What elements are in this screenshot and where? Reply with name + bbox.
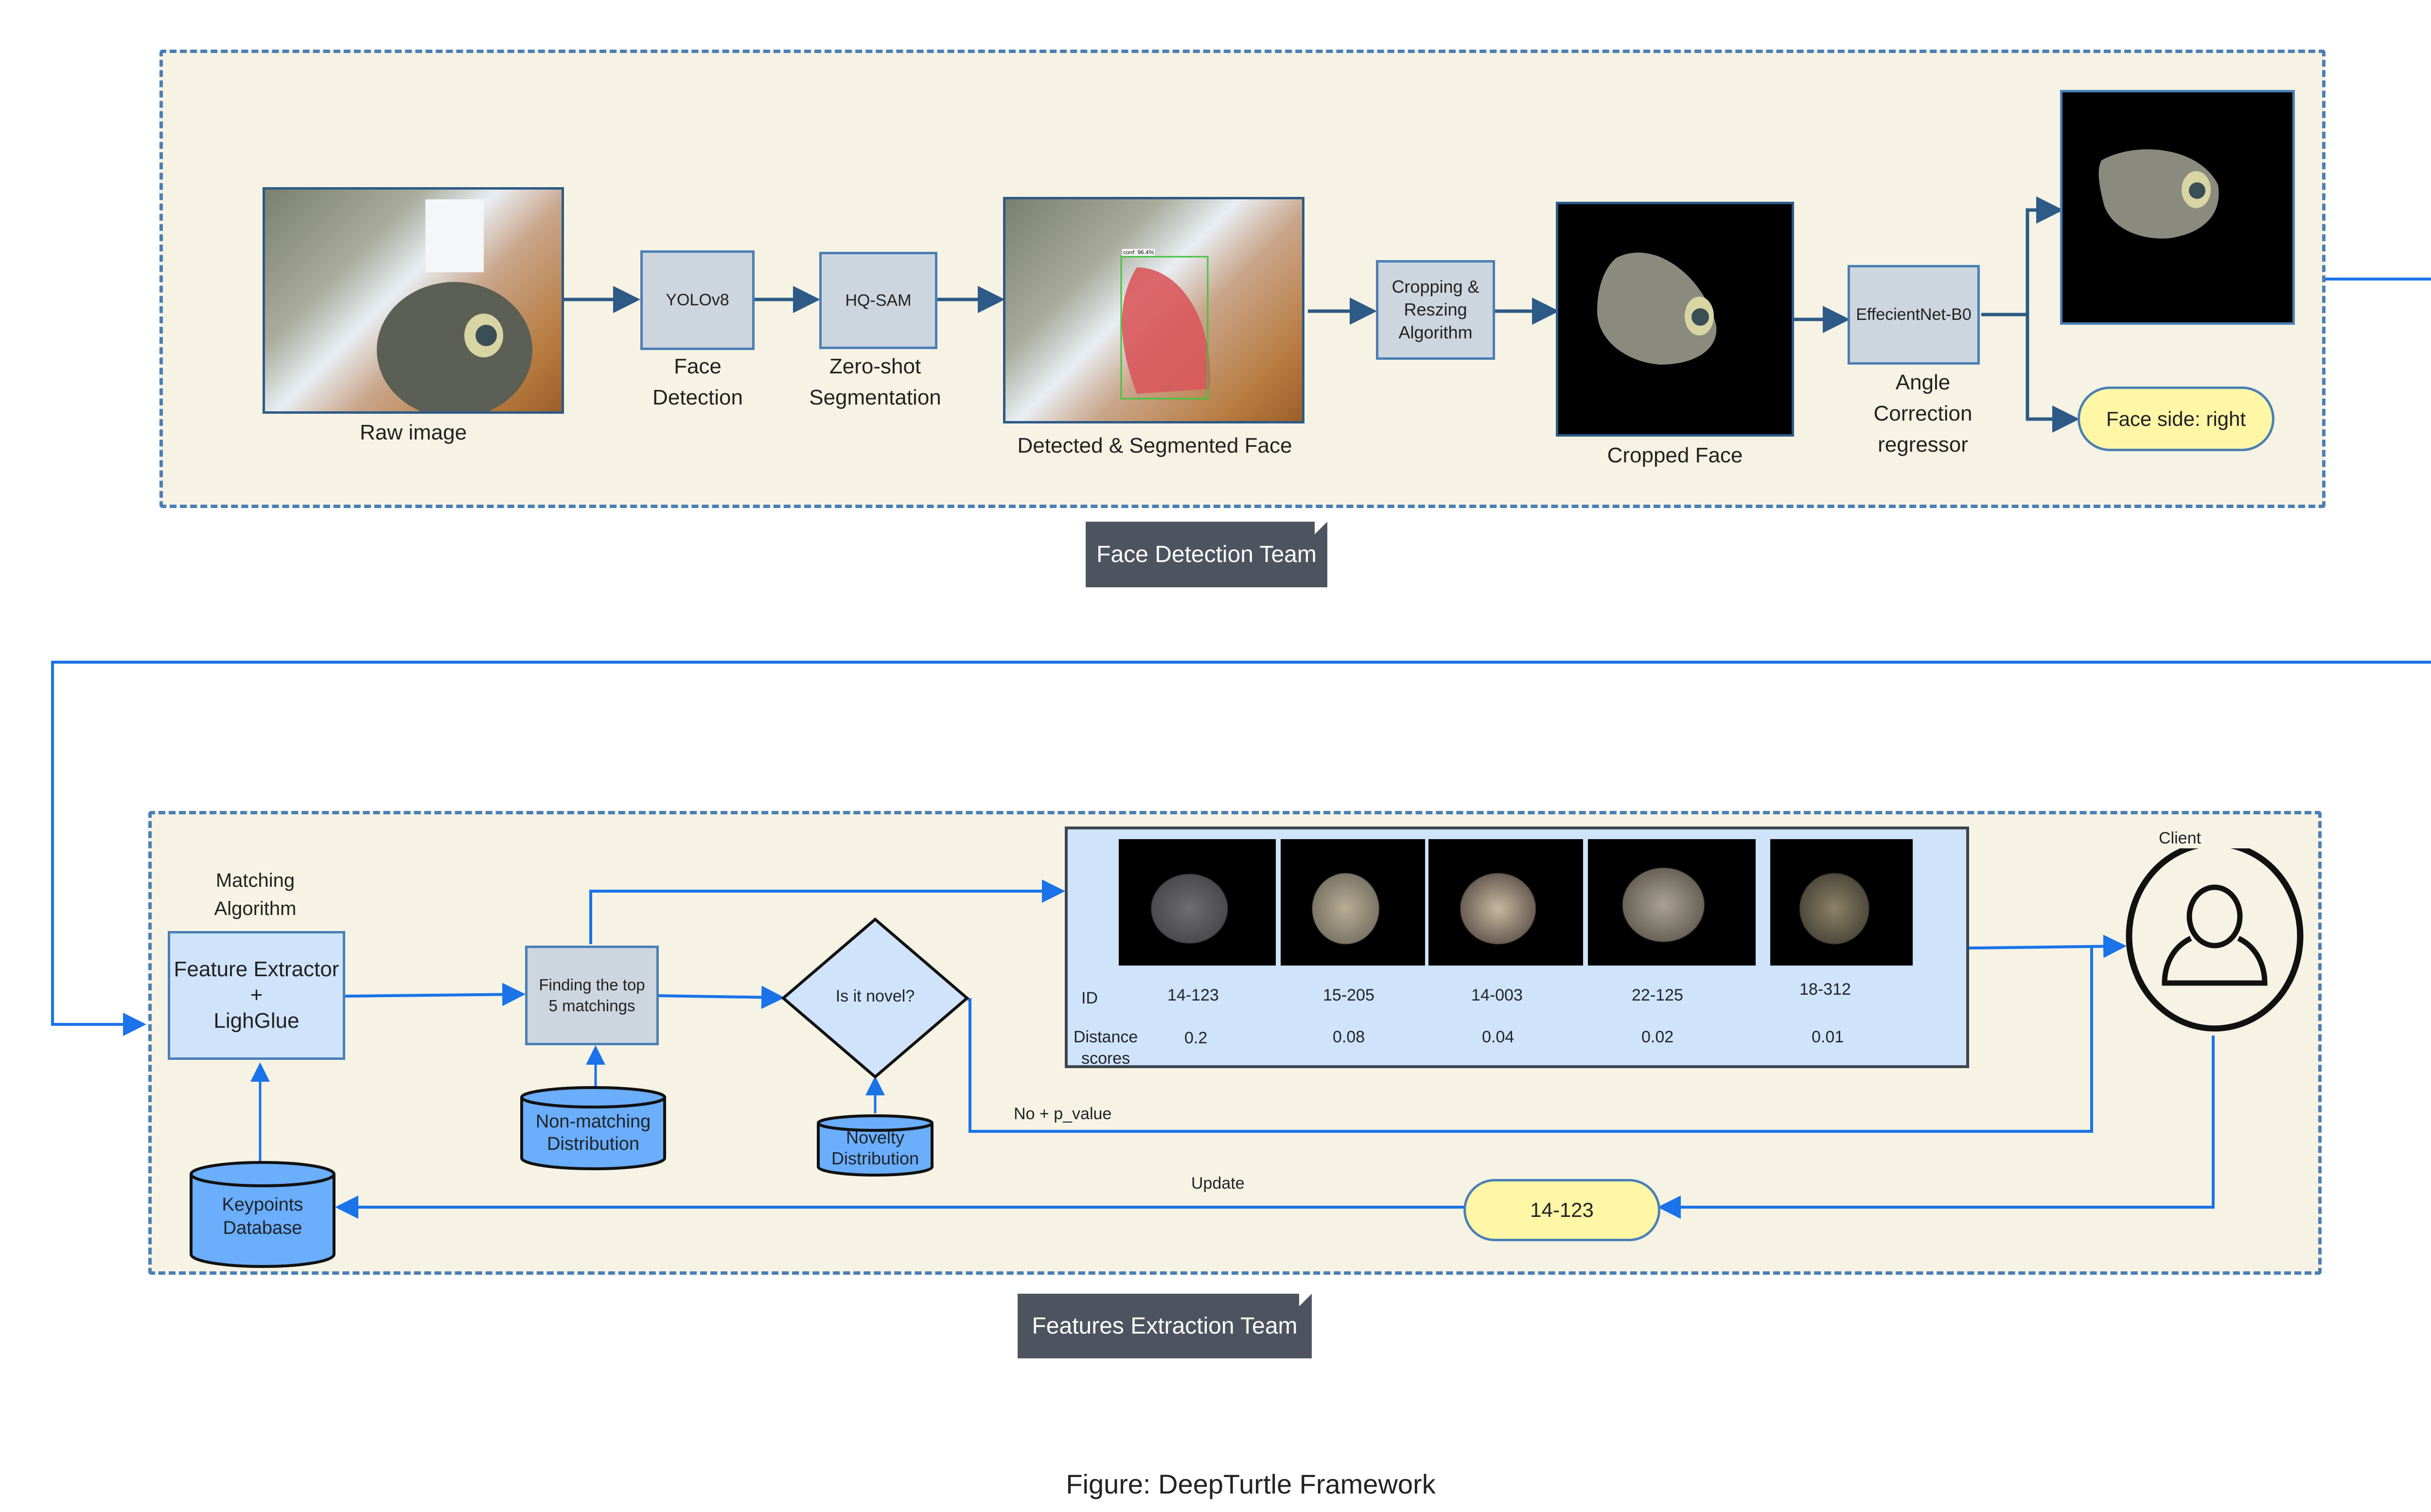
top5-line2: 5 matchings (548, 996, 635, 1015)
novelty-db-label: Novelty Distribution (814, 1127, 936, 1169)
keypoints-database-db[interactable] (187, 1160, 338, 1271)
match-thumb-5[interactable] (1770, 839, 1913, 966)
is-novel-decision[interactable] (780, 916, 970, 1082)
page-fold-icon (1315, 522, 1327, 534)
yolo-label: Face Detection (613, 351, 783, 413)
features-extraction-team-tag: Features Extraction Team (1018, 1294, 1312, 1358)
efficientnet-box[interactable]: EffecientNet-B0 (1848, 265, 1980, 365)
match-thumb-1[interactable] (1119, 839, 1276, 966)
client-label: Client (2159, 829, 2201, 847)
keypoints-line2: Database (223, 1217, 302, 1238)
arrow-effnet-to-face-side (2026, 315, 2079, 433)
matching-label-line2: Algorithm (214, 898, 297, 919)
results-distance-header: Distance scores (1074, 1026, 1138, 1069)
non-matching-distribution-db[interactable] (518, 1085, 669, 1175)
arrow-client-to-result-id (1657, 1036, 2215, 1219)
arrow-results-to-client (1969, 934, 2127, 958)
match-distance-5: 0.01 (1812, 1028, 1844, 1046)
novelty-distribution-db[interactable] (814, 1113, 936, 1179)
cropping-line1: Cropping & (1392, 277, 1480, 297)
arrow-novel-no-to-client (968, 946, 2093, 1133)
match-id-3: 14-003 (1471, 986, 1523, 1004)
novelty-line1: Novelty (846, 1127, 905, 1147)
figure-caption: Figure: DeepTurtle Framework (1066, 1469, 1436, 1499)
features-extraction-team-label: Features Extraction Team (1032, 1313, 1298, 1339)
hqsam-box[interactable]: HQ-SAM (819, 252, 937, 349)
match-thumb-4[interactable] (1588, 839, 1756, 966)
match-distance-2: 0.08 (1333, 1028, 1365, 1046)
corrected-turtle-head-icon (2098, 149, 2219, 239)
segmented-turtle-icon (1120, 256, 1210, 400)
cropped-face-image (1556, 202, 1794, 437)
matching-label-line1: Matching (215, 870, 295, 891)
extractor-line2: + (250, 983, 263, 1007)
match-id-4: 22-125 (1632, 986, 1683, 1004)
distance-header-line2: scores (1081, 1049, 1130, 1068)
raw-image (263, 187, 564, 414)
top5-matchings-box[interactable]: Finding the top 5 matchings (525, 946, 659, 1045)
novelty-line2: Distribution (831, 1148, 919, 1169)
match-thumb-2[interactable] (1281, 839, 1425, 966)
yolo-label-line1: Face (674, 354, 722, 378)
non-matching-line1: Non-matching (535, 1111, 651, 1132)
arrow-top5-to-results (589, 879, 1065, 944)
results-id-header: ID (1081, 989, 1098, 1007)
efficientnet-label-line3: regressor (1878, 432, 1968, 457)
non-matching-db-label: Non-matching Distribution (518, 1111, 669, 1155)
hqsam-label: Zero-shot Segmentation (788, 351, 963, 413)
yolo-label-line2: Detection (652, 385, 743, 409)
face-detection-team-label: Face Detection Team (1096, 542, 1317, 567)
match-thumb-3[interactable] (1428, 839, 1583, 966)
face-detection-team-tag: Face Detection Team (1086, 522, 1327, 587)
no-p-value-label: No + p_value (1014, 1105, 1112, 1123)
efficientnet-label: Angle Correction regressor (1838, 367, 2008, 460)
hqsam-label-line1: Zero-shot (829, 354, 921, 378)
is-novel-label: Is it novel? (835, 987, 915, 1005)
detected-segmented-face-image: conf: 96.4% (1003, 197, 1304, 423)
angle-corrected-face-image (2060, 90, 2295, 325)
arrow-extractor-to-top5 (344, 983, 526, 1006)
identified-turtle-id: 14-123 (1463, 1179, 1660, 1241)
feature-extractor-box[interactable]: Feature Extractor + LighGlue (168, 931, 345, 1060)
turtle-photo-icon (377, 199, 532, 411)
cropped-turtle-head-icon (1597, 252, 1717, 365)
face-side-result: Face side: right (2078, 387, 2274, 451)
cropping-line3: Algorithm (1398, 322, 1473, 342)
arrow-effnet-branch (1981, 196, 2063, 316)
non-matching-line2: Distribution (546, 1133, 640, 1154)
match-distance-4: 0.02 (1641, 1028, 1674, 1046)
cropping-box[interactable]: Cropping & Reszing Algorithm (1376, 260, 1495, 360)
arrow-top5-to-novel (657, 985, 785, 1009)
client-user-icon[interactable] (2125, 848, 2305, 1033)
yolo-box[interactable]: YOLOv8 (640, 250, 755, 350)
top-matches-panel: ID Distance scores 14-123 15-205 14-003 … (1065, 826, 1969, 1068)
match-distance-1: 0.2 (1184, 1029, 1208, 1047)
match-id-1: 14-123 (1167, 986, 1219, 1004)
match-id-2: 15-205 (1323, 986, 1374, 1004)
page-fold-icon (1299, 1294, 1312, 1306)
cropped-face-label: Cropped Face (1607, 443, 1743, 467)
update-label: Update (1191, 1174, 1245, 1193)
extractor-line1: Feature Extractor (174, 957, 339, 982)
efficientnet-label-line1: Angle (1895, 370, 1951, 394)
match-id-5: 18-312 (1799, 980, 1851, 999)
efficientnet-label-line2: Correction (1873, 401, 1973, 425)
detected-face-label: Detected & Segmented Face (1017, 434, 1292, 457)
distance-header-line1: Distance (1074, 1028, 1138, 1046)
detection-confidence: conf: 96.4% (1122, 249, 1155, 256)
cropping-line2: Reszing (1404, 299, 1467, 320)
raw-image-label: Raw image (359, 421, 467, 444)
keypoints-line1: Keypoints (222, 1195, 303, 1215)
top5-line1: Finding the top (539, 975, 645, 994)
match-distance-3: 0.04 (1482, 1028, 1515, 1046)
keypoints-db-label: Keypoints Database (187, 1194, 338, 1240)
connector-top-to-bottom (51, 278, 2431, 1036)
extractor-line3: LighGlue (213, 1008, 299, 1033)
matching-algorithm-label: Matching Algorithm (190, 866, 321, 923)
hqsam-label-line2: Segmentation (809, 385, 941, 409)
